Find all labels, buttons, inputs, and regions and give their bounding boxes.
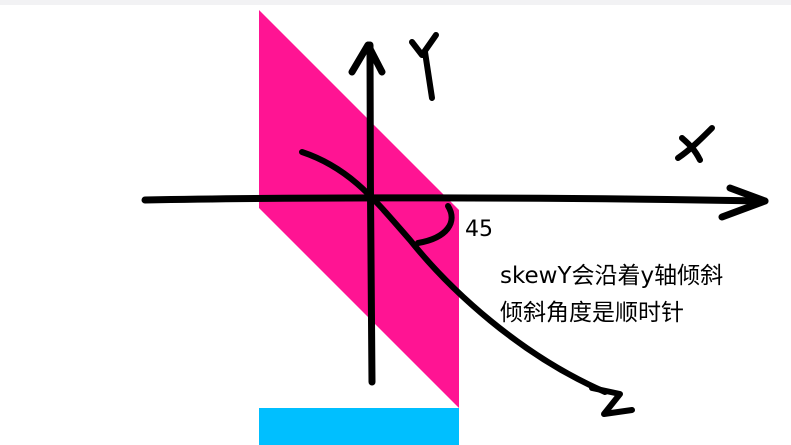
x-axis-line: [141, 194, 769, 205]
blue-rectangle: [259, 408, 459, 445]
top-strip: [0, 0, 791, 5]
x-handwritten-letter: x: [675, 125, 715, 163]
annotation-line-1: skewY会沿着y轴倾斜: [500, 263, 724, 289]
y-handwritten-letter: Y: [409, 32, 439, 101]
skewed-parallelogram: [259, 10, 459, 408]
skew-arrow-icon: [589, 385, 635, 417]
y-axis-line: [366, 41, 376, 386]
y-axis-arrow-icon: [348, 41, 386, 76]
x-axis-arrow-icon: [718, 184, 769, 221]
annotation-line-2: 倾斜角度是顺时针: [500, 300, 684, 326]
angle-label: 45: [465, 217, 493, 242]
skew-direction-line: [299, 149, 608, 395]
angle-arc: [415, 203, 455, 246]
